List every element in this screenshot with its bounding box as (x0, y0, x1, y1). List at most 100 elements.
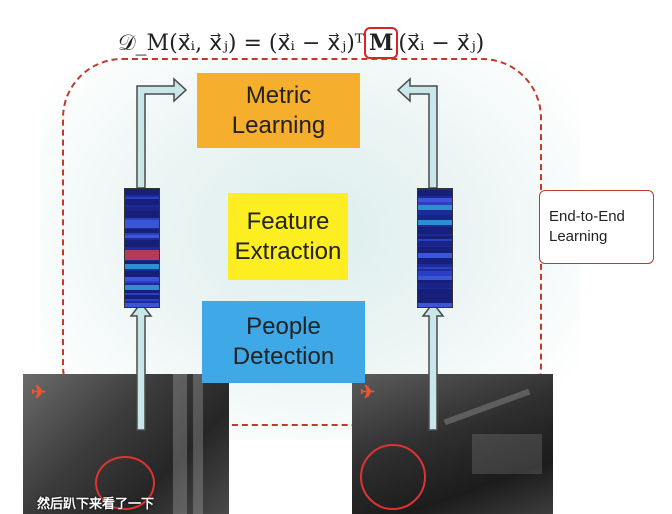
feature-vector-stripe (418, 289, 452, 293)
feature-vector-stripe (125, 261, 159, 265)
feature-vector-stripe (418, 264, 452, 266)
feature-vector-stripe (125, 205, 159, 207)
feature-vector-stripe (125, 273, 159, 278)
feature-vector-stripe (125, 246, 159, 249)
arrow-right-lower (421, 301, 445, 431)
feature-vector-stripe (125, 232, 159, 235)
feature-vector-stripe (125, 214, 159, 218)
formula-lhs: 𝒟_M(x⃗ᵢ, x⃗ⱼ) = (x⃗ᵢ − x⃗ⱼ)ᵀ (118, 31, 365, 56)
photo-caption: 然后趴下来看了一下 (37, 496, 155, 511)
feature-vector-stripe (125, 229, 159, 233)
arrow-left-upper (136, 77, 188, 189)
surveillance-photo-right: ✈ (352, 374, 553, 514)
feature-vector-stripe (125, 243, 159, 247)
feature-vector-stripe (418, 283, 452, 288)
feature-vector-stripe (418, 229, 452, 234)
feature-vector-stripe (125, 295, 159, 299)
feature-vector-stripe (418, 212, 452, 215)
feature-vector-stripe (418, 193, 452, 197)
feature-vector-stripe (418, 253, 452, 258)
feature-vector-stripe (125, 199, 159, 203)
end-to-end-learning-callout: End-to-End Learning (539, 190, 654, 264)
feature-vector-stripe (418, 279, 452, 284)
feature-vector-stripe (125, 195, 159, 198)
photo-stripe (173, 374, 187, 514)
feature-vector-stripe (125, 264, 159, 270)
feature-vector-stripe (125, 197, 159, 200)
feature-vector-stripe (418, 287, 452, 290)
feature-vector-stripe (125, 211, 159, 215)
feature-vector-stripe (418, 233, 452, 236)
photo-desk-object (472, 434, 542, 474)
tv-logo-icon: ✈ (360, 382, 376, 402)
formula-rhs: (x⃗ᵢ − x⃗ⱼ) (398, 31, 485, 56)
feature-vector-left (124, 188, 160, 308)
feature-vector-stripe (125, 259, 159, 262)
feature-vector-stripe (125, 269, 159, 272)
person-circle-marker (360, 444, 426, 510)
feature-vector-stripe (125, 240, 159, 244)
person-circle-marker (95, 456, 155, 510)
feature-vector-stripe (418, 265, 452, 268)
feature-vector-stripe (125, 283, 159, 286)
feature-vector-stripe (125, 202, 159, 206)
feature-vector-stripe (125, 248, 159, 251)
feature-vector-stripe (125, 234, 159, 239)
feature-vector-stripe (125, 220, 159, 225)
feature-vector-stripe (418, 202, 452, 205)
feature-vector-stripe (418, 271, 452, 274)
feature-vector-stripe (418, 224, 452, 227)
feature-vector-stripe (125, 281, 159, 284)
feature-vector-stripe (125, 206, 159, 212)
feature-vector-stripe (418, 292, 452, 297)
formula-matrix-highlight: M (364, 27, 399, 59)
metric-learning-box: Metric Learning (197, 73, 360, 148)
feature-vector-stripe (418, 209, 452, 212)
feature-vector-stripe (418, 257, 452, 262)
feature-vector-stripe (418, 197, 452, 203)
feature-vector-stripe (125, 254, 159, 260)
feature-vector-stripe (418, 269, 452, 272)
feature-vector-stripe (125, 293, 159, 296)
feature-vector-stripe (125, 301, 159, 303)
feature-vector-stripe (125, 238, 159, 241)
feature-vector-stripe (418, 190, 452, 194)
feature-vector-stripe (418, 247, 452, 251)
feature-vector-stripe (418, 261, 452, 265)
feature-vector-stripe (125, 224, 159, 228)
surveillance-photo-left: ✈ 然后趴下来看了一下 (23, 374, 229, 514)
feature-vector-stripe (418, 204, 452, 210)
feature-vector-stripe (418, 302, 452, 307)
feature-vector-stripe (418, 241, 452, 246)
feature-vector-stripe (418, 267, 452, 270)
feature-vector-stripe (418, 250, 452, 254)
feature-vector-stripe (125, 250, 159, 255)
feature-vector-stripe (125, 271, 159, 274)
arrow-left-lower (129, 301, 153, 431)
feature-vector-stripe (125, 189, 159, 193)
feature-vector-stripe (418, 275, 452, 280)
feature-vector-stripe (418, 273, 452, 276)
feature-vector-stripe (125, 298, 159, 302)
feature-vector-stripe (418, 226, 452, 230)
feature-vector-stripe (125, 227, 159, 230)
feature-vector-stripe (125, 192, 159, 196)
feature-vector-stripe (125, 217, 159, 221)
people-detection-box: People Detection (202, 301, 365, 383)
feature-vector-stripe (418, 235, 452, 239)
feature-vector-stripe (418, 211, 452, 213)
feature-vector-stripe (125, 277, 159, 282)
feature-vector-stripe (125, 285, 159, 291)
feature-vector-stripe (125, 302, 159, 307)
photo-stripe (193, 374, 203, 514)
feature-vector-stripe (418, 189, 452, 191)
feature-vector-stripe (125, 290, 159, 294)
feature-vector-stripe (418, 238, 452, 242)
feature-vector-stripe (418, 245, 452, 248)
arrow-right-upper (396, 77, 438, 189)
feature-vector-stripe (418, 219, 452, 225)
feature-vector-stripe (418, 196, 452, 198)
tv-logo-icon: ✈ (31, 382, 47, 402)
feature-vector-stripe (418, 299, 452, 303)
